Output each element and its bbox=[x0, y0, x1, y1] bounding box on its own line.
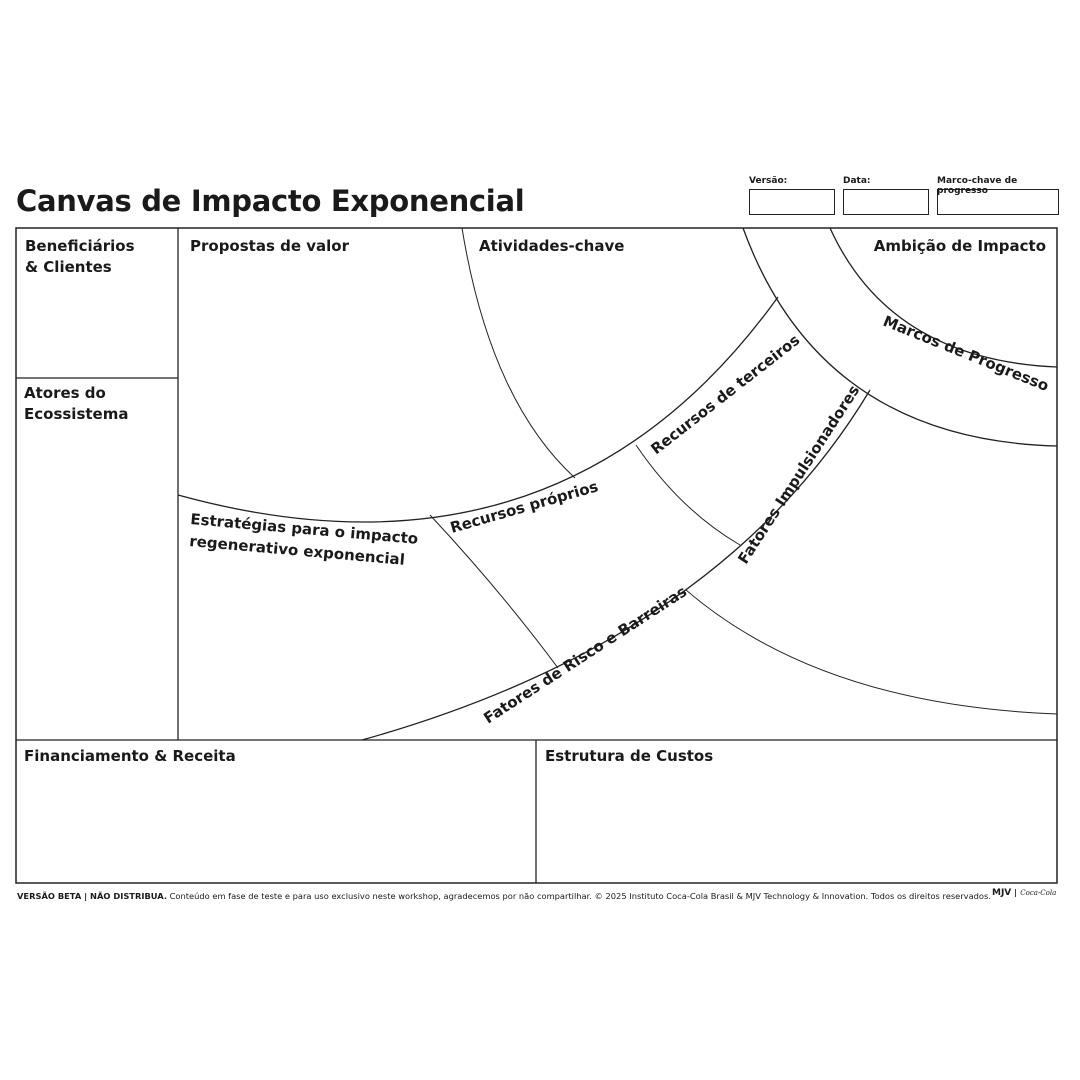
coca-cola-logo: Coca‑Cola bbox=[1015, 889, 1056, 897]
cost-structure-label: Estrutura de Custos bbox=[545, 747, 713, 765]
footer-beta-notice: VERSÃO BETA | NÃO DISTRIBUA. bbox=[17, 891, 167, 901]
milestone-input[interactable] bbox=[937, 189, 1059, 215]
arc-divider bbox=[685, 589, 1058, 715]
partner-logos: MJV Coca‑Cola bbox=[992, 888, 1056, 898]
footer-text: Conteúdo em fase de teste e para uso exc… bbox=[166, 891, 991, 901]
funding-revenue-label: Financiamento & Receita bbox=[24, 747, 236, 765]
value-proposition-label: Propostas de valor bbox=[190, 237, 350, 255]
mjv-logo: MJV bbox=[992, 888, 1012, 898]
beneficiaries-label: Beneficiários bbox=[25, 237, 135, 255]
arc-divider bbox=[742, 227, 1058, 447]
arc-divider bbox=[635, 444, 741, 546]
footer-disclaimer: VERSÃO BETA | NÃO DISTRIBUA. Conteúdo em… bbox=[17, 891, 991, 901]
arc-divider bbox=[177, 296, 779, 523]
ecosystem-actors-label: Atores do bbox=[24, 384, 106, 402]
version-field: Versão: bbox=[749, 176, 835, 215]
own-resources-label: Recursos próprios bbox=[448, 477, 600, 537]
key-activities-label: Atividades-chave bbox=[479, 237, 624, 255]
milestone-field: Marco-chave de progresso bbox=[937, 176, 1059, 215]
date-field: Data: bbox=[843, 176, 929, 215]
beneficiaries-label-2: & Clientes bbox=[25, 258, 112, 276]
risk-barriers-label: Fatores de Risco e Barreiras bbox=[480, 582, 690, 727]
arc-divider bbox=[461, 227, 576, 479]
ecosystem-actors-label-2: Ecossistema bbox=[24, 405, 128, 423]
page-title: Canvas de Impacto Exponencial bbox=[16, 184, 525, 218]
version-label: Versão: bbox=[749, 176, 788, 186]
date-input[interactable] bbox=[843, 189, 929, 215]
arc-divider bbox=[361, 389, 871, 741]
arc-divider bbox=[429, 514, 559, 669]
progress-milestones-label: Marcos de Progresso bbox=[881, 312, 1052, 395]
version-input[interactable] bbox=[749, 189, 835, 215]
date-label: Data: bbox=[843, 176, 871, 186]
arc-divider bbox=[829, 227, 1058, 368]
impact-ambition-label: Ambição de Impacto bbox=[874, 237, 1046, 255]
third-party-resources-label: Recursos de terceiros bbox=[647, 331, 803, 458]
milestone-label: Marco-chave de progresso bbox=[937, 176, 1018, 196]
driving-factors-label: Fatores Impulsionadores bbox=[734, 382, 863, 567]
